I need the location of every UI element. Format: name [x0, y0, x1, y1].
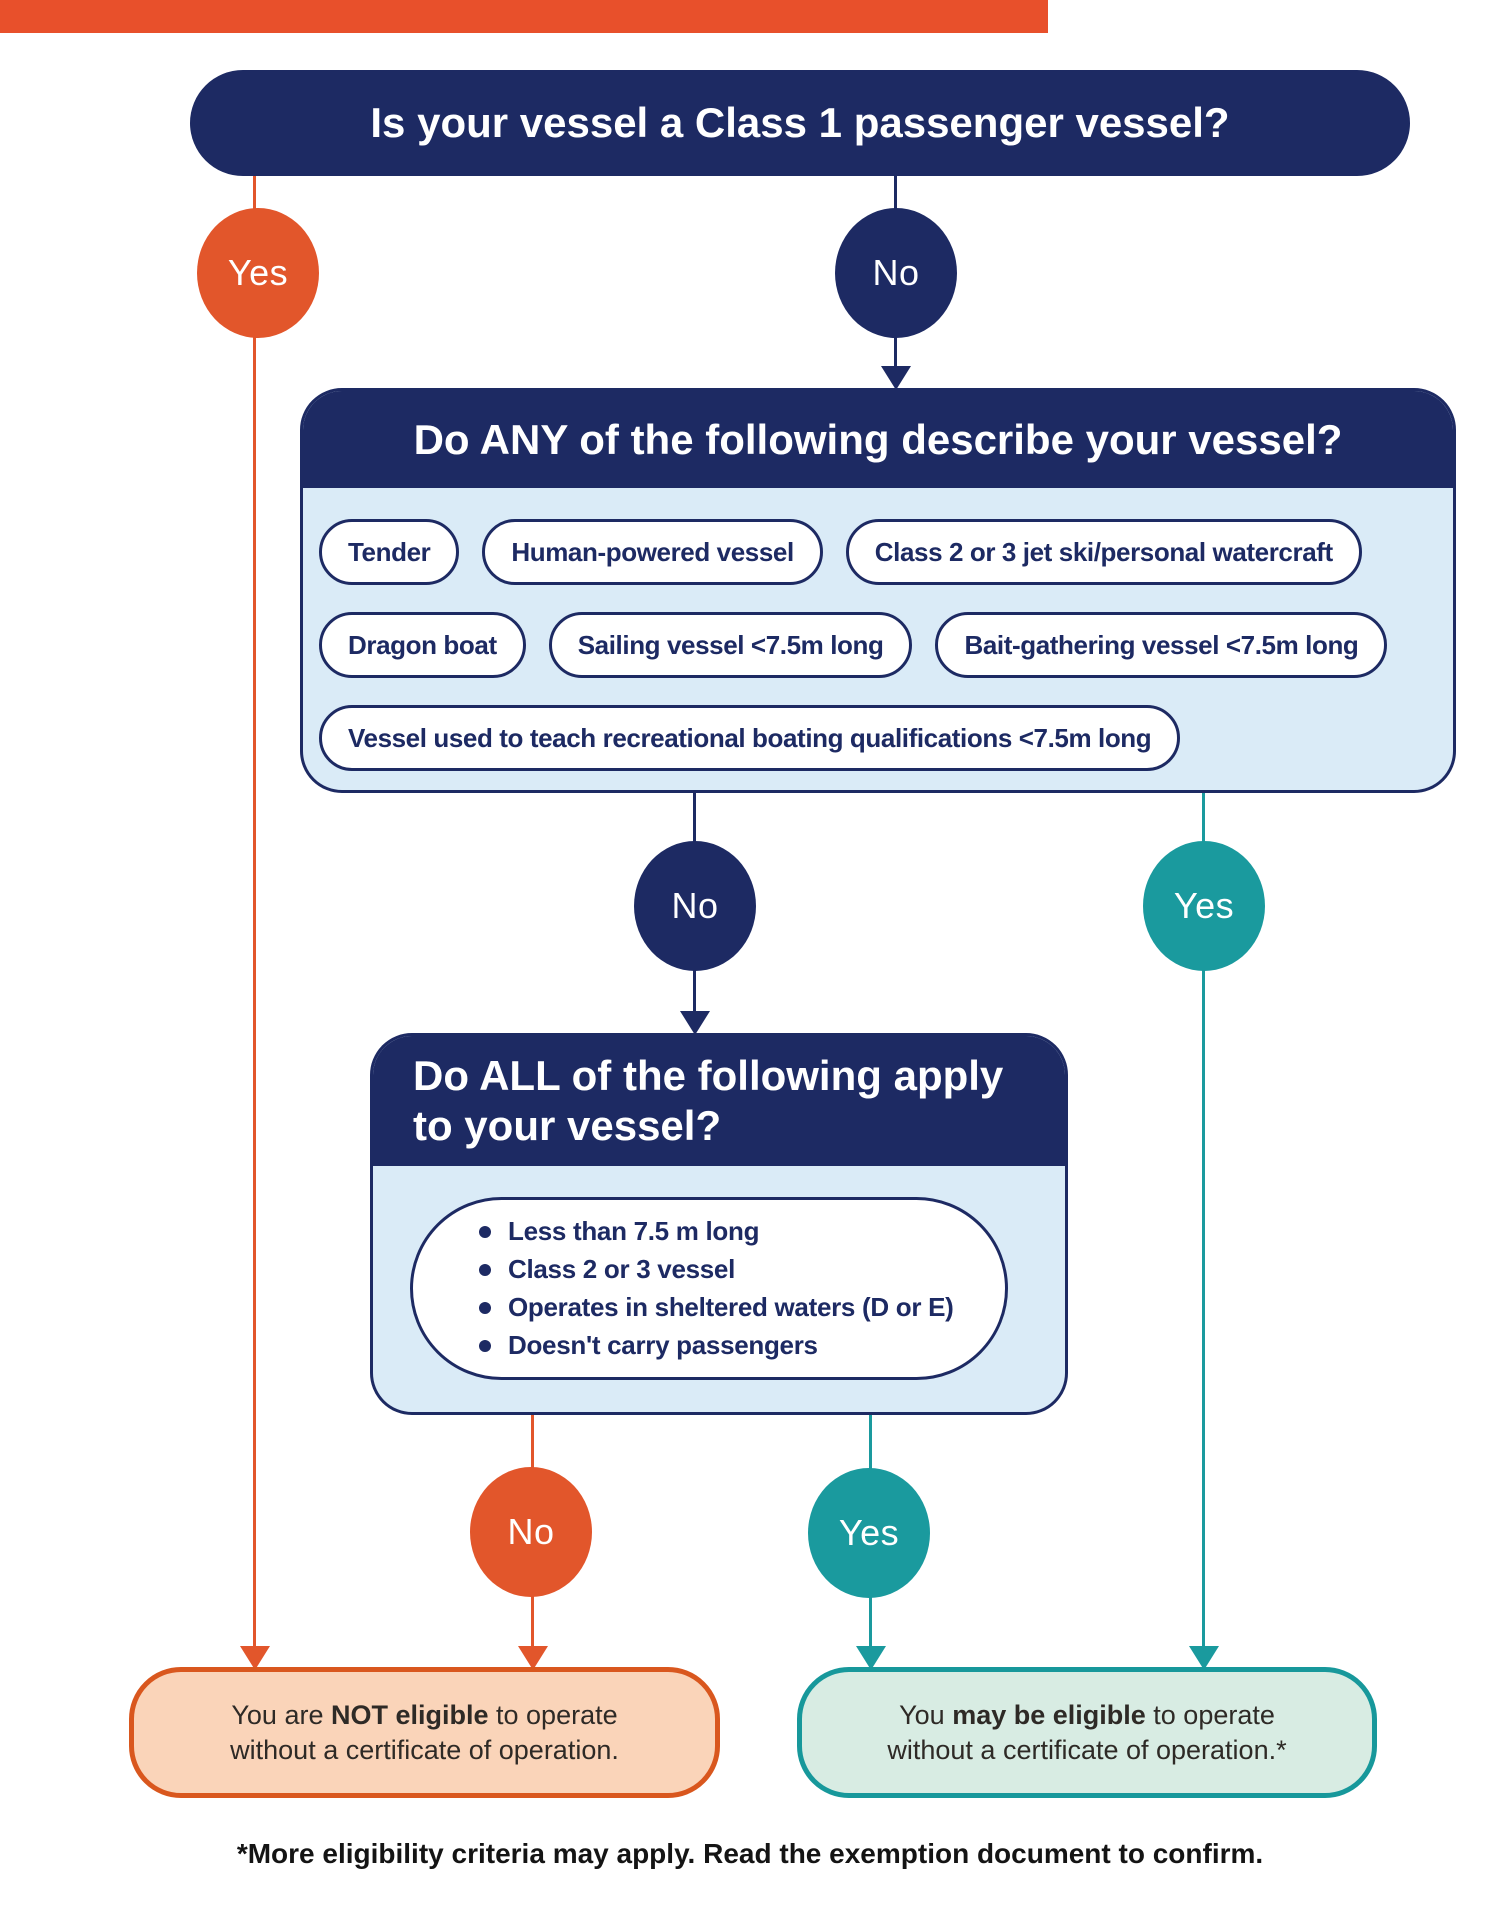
q2-no-label: No	[671, 885, 719, 926]
question-2-text: Do ANY of the following describe your ve…	[413, 415, 1343, 463]
arrow-down-icon	[680, 1011, 710, 1035]
q3-yes-label: Yes	[838, 1512, 900, 1553]
outcome-not-eligible-line1: You are NOT eligible to operate	[231, 1698, 617, 1733]
options-row: Dragon boat Sailing vessel <7.5m long Ba…	[319, 612, 1437, 678]
bullet-dot-icon	[479, 1301, 491, 1314]
criteria-list: Less than 7.5 m long Class 2 or 3 vessel…	[410, 1197, 1008, 1380]
option-pill-dragon-boat: Dragon boat	[319, 612, 526, 678]
option-pill-bait-gathering: Bait-gathering vessel <7.5m long	[935, 612, 1388, 678]
arrow-down-icon	[1189, 1646, 1219, 1670]
criterion-text: Doesn't carry passengers	[508, 1330, 818, 1360]
question-2-box: Do ANY of the following describe your ve…	[300, 388, 1456, 793]
footnote-text: *More eligibility criteria may apply. Re…	[236, 1838, 1264, 1869]
question-3-header: Do ALL of the following apply to your ve…	[373, 1036, 1065, 1166]
question-2-header: Do ANY of the following describe your ve…	[303, 391, 1453, 488]
criterion-text: Operates in sheltered waters (D or E)	[508, 1292, 954, 1322]
criterion-text: Class 2 or 3 vessel	[508, 1254, 736, 1284]
arrow-down-icon	[881, 366, 911, 390]
bullet-dot-icon	[479, 1225, 491, 1238]
options-row: Vessel used to teach recreational boatin…	[319, 705, 1437, 771]
top-red-bar	[0, 0, 1048, 33]
options-row: Tender Human-powered vessel Class 2 or 3…	[319, 519, 1437, 585]
option-pill-sailing-vessel: Sailing vessel <7.5m long	[548, 612, 913, 678]
outcome-text: to operate	[488, 1699, 618, 1730]
criterion-item: Doesn't carry passengers	[479, 1327, 1005, 1365]
connector-yes-right	[1202, 791, 1205, 1646]
outcome-not-eligible-line2: without a certificate of operation.	[230, 1734, 619, 1765]
vessel-type-options: Tender Human-powered vessel Class 2 or 3…	[303, 488, 1453, 771]
question-3-text-line1: Do ALL of the following apply	[413, 1052, 1004, 1099]
q3-no-node: No	[470, 1467, 592, 1597]
arrow-down-icon	[240, 1646, 270, 1670]
connector-yes-left	[253, 176, 256, 1646]
outcome-text: You	[899, 1699, 953, 1730]
outcome-text: to operate	[1145, 1699, 1275, 1730]
q1-no-label: No	[872, 252, 920, 293]
option-pill-jet-ski: Class 2 or 3 jet ski/personal watercraft	[845, 519, 1362, 585]
q2-yes-label: Yes	[1173, 885, 1235, 926]
question-1-text: Is your vessel a Class 1 passenger vesse…	[370, 99, 1230, 146]
outcome-may-be-eligible-box: You may be eligible to operate without a…	[797, 1667, 1377, 1798]
outcome-may-be-eligible-line1: You may be eligible to operate	[899, 1698, 1275, 1733]
outcome-text-bold: may be eligible	[952, 1699, 1146, 1730]
option-pill-human-powered: Human-powered vessel	[482, 519, 823, 585]
outcome-may-be-eligible-line2: without a certificate of operation.*	[887, 1734, 1287, 1765]
option-pill-tender: Tender	[319, 519, 460, 585]
q1-yes-node: Yes	[197, 208, 319, 338]
q1-yes-label: Yes	[227, 252, 289, 293]
criterion-text: Less than 7.5 m long	[508, 1216, 760, 1246]
question-1-box: Is your vessel a Class 1 passenger vesse…	[190, 70, 1410, 176]
arrow-down-icon	[856, 1646, 886, 1670]
criterion-item: Class 2 or 3 vessel	[479, 1251, 1005, 1289]
outcome-text: You are	[231, 1699, 331, 1730]
bullet-dot-icon	[479, 1263, 491, 1276]
criterion-item: Operates in sheltered waters (D or E)	[479, 1289, 1005, 1327]
question-3-text-line2: to your vessel?	[413, 1102, 722, 1149]
outcome-not-eligible-box: You are NOT eligible to operate without …	[129, 1667, 720, 1798]
q3-yes-node: Yes	[808, 1468, 930, 1598]
criterion-item: Less than 7.5 m long	[479, 1213, 1005, 1251]
q2-no-node: No	[634, 841, 756, 971]
bullet-dot-icon	[479, 1339, 491, 1352]
outcome-text-bold: NOT eligible	[330, 1699, 489, 1730]
q1-no-node: No	[835, 208, 957, 338]
q3-no-label: No	[507, 1511, 555, 1552]
arrow-down-icon	[518, 1646, 548, 1670]
option-pill-teaching-vessel: Vessel used to teach recreational boatin…	[319, 705, 1181, 771]
q2-yes-node: Yes	[1143, 841, 1265, 971]
